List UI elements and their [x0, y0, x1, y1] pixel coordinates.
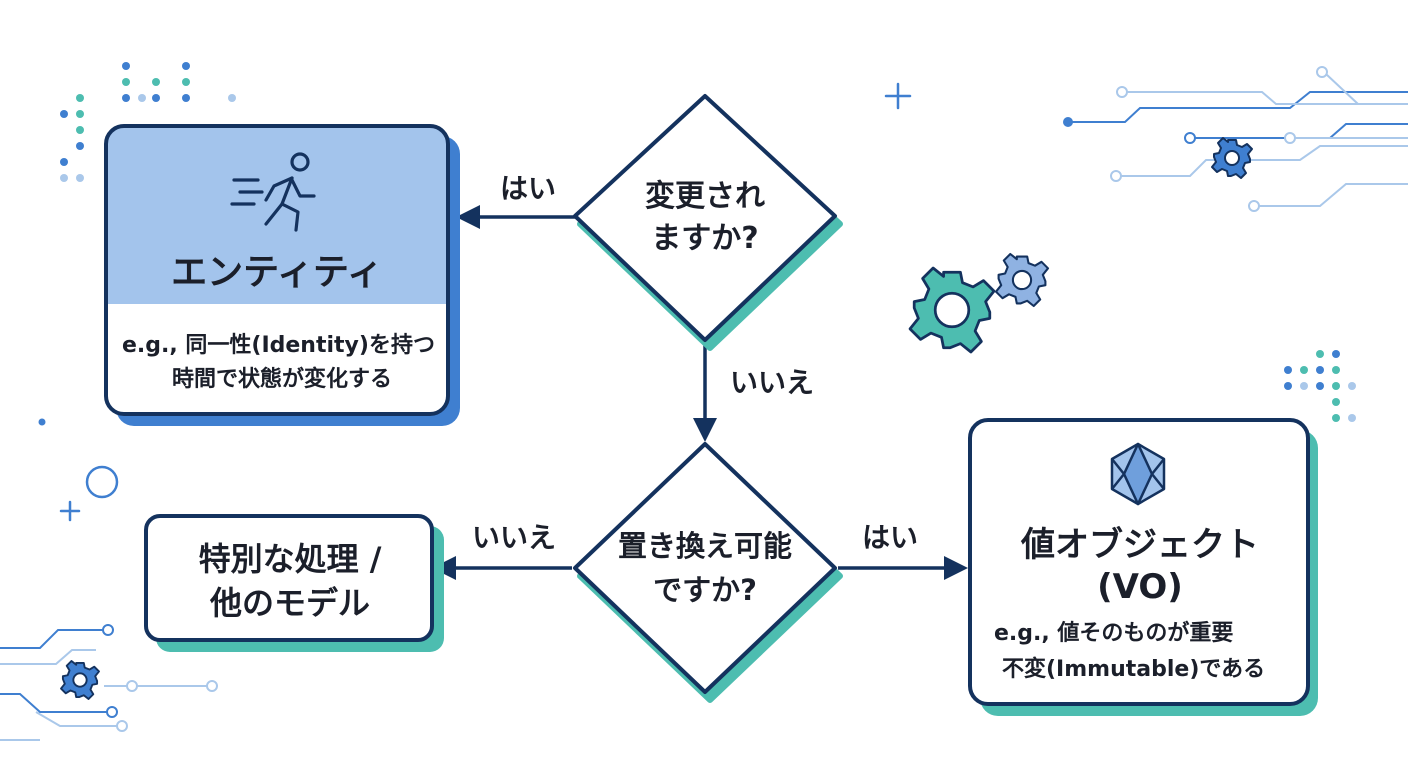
decision-changed: 変更され ますか? [573, 94, 843, 351]
edge-replaceable-no [432, 556, 572, 580]
edge-replaceable-yes [838, 556, 968, 580]
other-model-line1: 特別な処理 / [199, 540, 382, 578]
value-object-box: 値オブジェクト (VO) e.g., 値そのものが重要 不変(Immutable… [968, 418, 1318, 716]
decor-dots-right [1284, 350, 1356, 422]
gear-icon [908, 266, 996, 354]
gear-icon [994, 252, 1050, 308]
decision-replaceable-line2: ですか? [653, 573, 757, 607]
edge-label-changed-no: いいえ [730, 366, 814, 399]
value-object-title-line2: (VO) [1097, 567, 1183, 607]
decision-changed-line2: ますか? [651, 221, 758, 256]
edge-label-replaceable-no: いいえ [472, 521, 556, 554]
edge-changed-no [693, 338, 717, 442]
running-person-icon [230, 152, 316, 232]
decision-changed-line1: 変更され [645, 179, 765, 214]
gear-icon [1211, 137, 1253, 179]
value-object-title-line1: 値オブジェクト [1020, 525, 1259, 565]
entity-desc-line1: e.g., 同一性(Identity)を持つ [122, 333, 435, 358]
edge-label-replaceable-yes: はい [862, 521, 918, 554]
decision-replaceable: 置き換え可能 ですか? [573, 442, 843, 703]
other-model-line2: 他のモデル [209, 584, 370, 622]
entity-desc-line2: 時間で状態が変化する [172, 366, 392, 392]
decor-plus-top [884, 82, 912, 110]
decor-circuit-bottom-left [0, 624, 218, 741]
entity-title: エンティティ [171, 252, 383, 293]
edge-label-changed-yes: はい [500, 172, 556, 205]
other-model-box: 特別な処理 / 他のモデル [144, 514, 444, 652]
crystal-gem-icon [1110, 442, 1166, 506]
entity-box: エンティティ e.g., 同一性(Identity)を持つ 時間で状態が変化する [104, 124, 460, 426]
decor-left-mid [38, 418, 119, 522]
decision-replaceable-line1: 置き換え可能 [618, 529, 792, 563]
value-object-desc-line1: e.g., 値そのものが重要 [994, 620, 1233, 646]
value-object-desc-line2: 不変(Immutable)である [1002, 656, 1265, 682]
decor-circuit-top-right [1063, 66, 1408, 212]
gear-icon [60, 660, 100, 700]
edge-changed-yes [456, 205, 576, 229]
decor-dots-top-left [60, 62, 236, 182]
